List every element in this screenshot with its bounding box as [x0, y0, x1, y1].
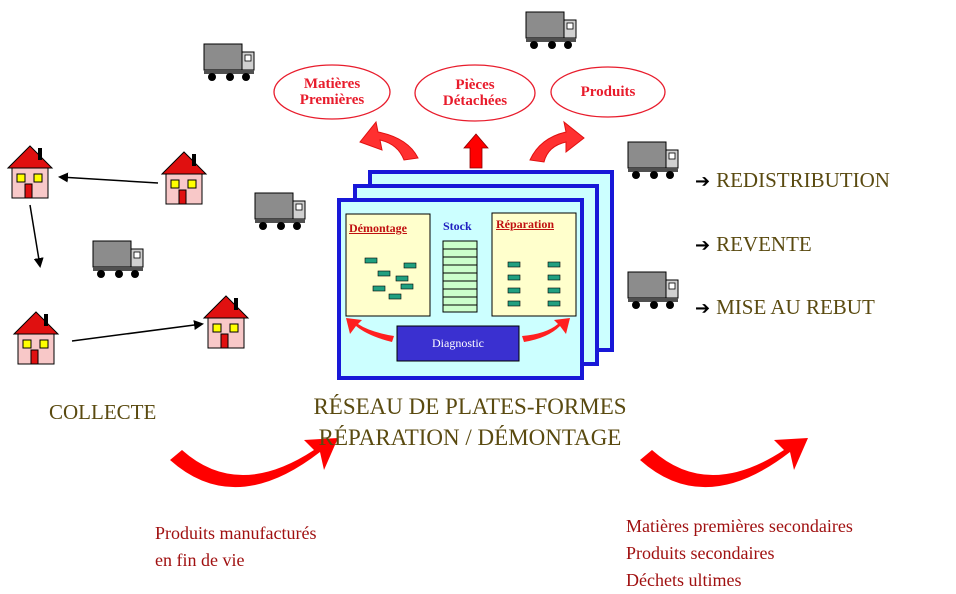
house-icon — [161, 151, 207, 205]
input-products-line2: en fin de vie — [155, 550, 245, 570]
network-title-line2: RÉPARATION / DÉMONTAGE — [318, 425, 622, 450]
outcome-redistribution: ➔REDISTRIBUTION — [695, 168, 890, 192]
big-curved-arrow-left — [170, 438, 338, 488]
truck-icon — [627, 271, 679, 310]
repair-panel — [491, 212, 577, 317]
stock-shelves — [442, 240, 478, 313]
right-arrow-icon: ➔ — [695, 171, 711, 192]
input-products-line1: Produits manufacturés — [155, 523, 317, 543]
right-arrow-icon: ➔ — [695, 298, 711, 319]
truck-icon — [92, 240, 144, 279]
repair-title: Réparation — [496, 217, 554, 231]
house-icon — [13, 311, 59, 365]
raw-materials-label: Matières Premières — [299, 76, 365, 108]
output-secondary-raw-materials: Matières premières secondaires — [626, 516, 853, 536]
repair-parts — [507, 261, 561, 307]
up-arrow — [463, 133, 489, 169]
diagnostic-box — [396, 325, 520, 362]
collection-arrow — [58, 172, 159, 184]
output-list: Matières premières secondaires Produits … — [626, 513, 853, 594]
products-label: Produits — [580, 84, 636, 100]
collection-label: COLLECTE — [49, 400, 157, 424]
house-icon — [203, 295, 249, 349]
curved-arrow-right — [529, 120, 585, 163]
outcome-resale: ➔REVENTE — [695, 232, 812, 256]
truck-icon — [525, 11, 577, 50]
products-oval — [550, 66, 666, 118]
dismantling-parts — [364, 257, 417, 300]
outcome-disposal: ➔MISE AU REBUT — [695, 295, 875, 319]
stock-title: Stock — [443, 219, 472, 233]
collection-arrow — [29, 204, 44, 268]
truck-icon — [203, 43, 255, 82]
input-products-text: Produits manufacturés en fin de vie — [155, 520, 316, 574]
dismantling-title: Démontage — [349, 221, 407, 235]
collection-arrow — [71, 320, 204, 342]
truck-icon — [254, 192, 306, 231]
output-secondary-products: Produits secondaires — [626, 543, 775, 563]
network-title: RÉSEAU DE PLATES-FORMES RÉPARATION / DÉM… — [270, 391, 670, 453]
spare-parts-oval — [414, 64, 536, 122]
network-title-line1: RÉSEAU DE PLATES-FORMES — [313, 394, 627, 419]
right-arrow-icon: ➔ — [695, 235, 711, 256]
diagnostic-arrow-right — [522, 318, 570, 342]
big-curved-arrow-right — [640, 438, 808, 488]
raw-materials-oval — [273, 64, 391, 120]
output-ultimate-waste: Déchets ultimes — [626, 570, 742, 590]
spare-parts-label: Pièces Détachées — [442, 77, 508, 109]
curved-arrow-left — [359, 120, 419, 161]
house-icon — [7, 145, 53, 199]
diagnostic-label: Diagnostic — [432, 336, 484, 350]
truck-icon — [627, 141, 679, 180]
diagnostic-arrow-left — [346, 318, 394, 342]
